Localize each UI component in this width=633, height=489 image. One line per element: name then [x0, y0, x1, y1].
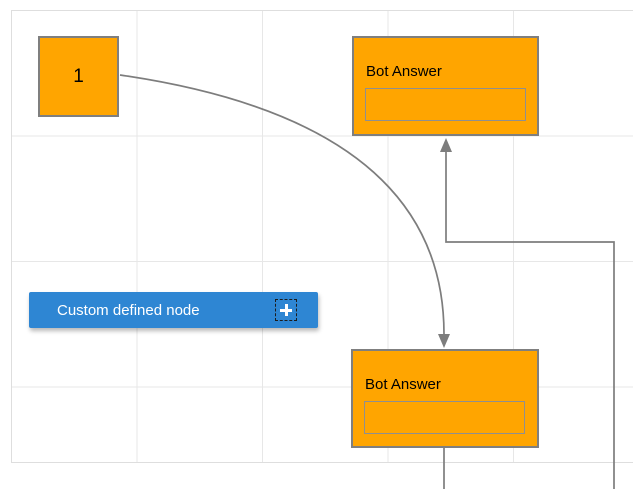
node-custom-label: Custom defined node [57, 301, 200, 319]
node-bot-answer-bottom[interactable]: Bot Answer [351, 349, 539, 448]
node-title: Bot Answer [365, 376, 441, 393]
node-start[interactable]: 1 [38, 36, 119, 117]
node-title: Bot Answer [366, 63, 442, 80]
answer-text-field[interactable] [365, 88, 526, 121]
node-bot-answer-top[interactable]: Bot Answer [352, 36, 539, 136]
node-custom-defined[interactable]: Custom defined node [29, 292, 318, 328]
node-start-label: 1 [73, 65, 84, 87]
answer-text-field[interactable] [364, 401, 525, 434]
plus-icon[interactable] [275, 299, 297, 321]
